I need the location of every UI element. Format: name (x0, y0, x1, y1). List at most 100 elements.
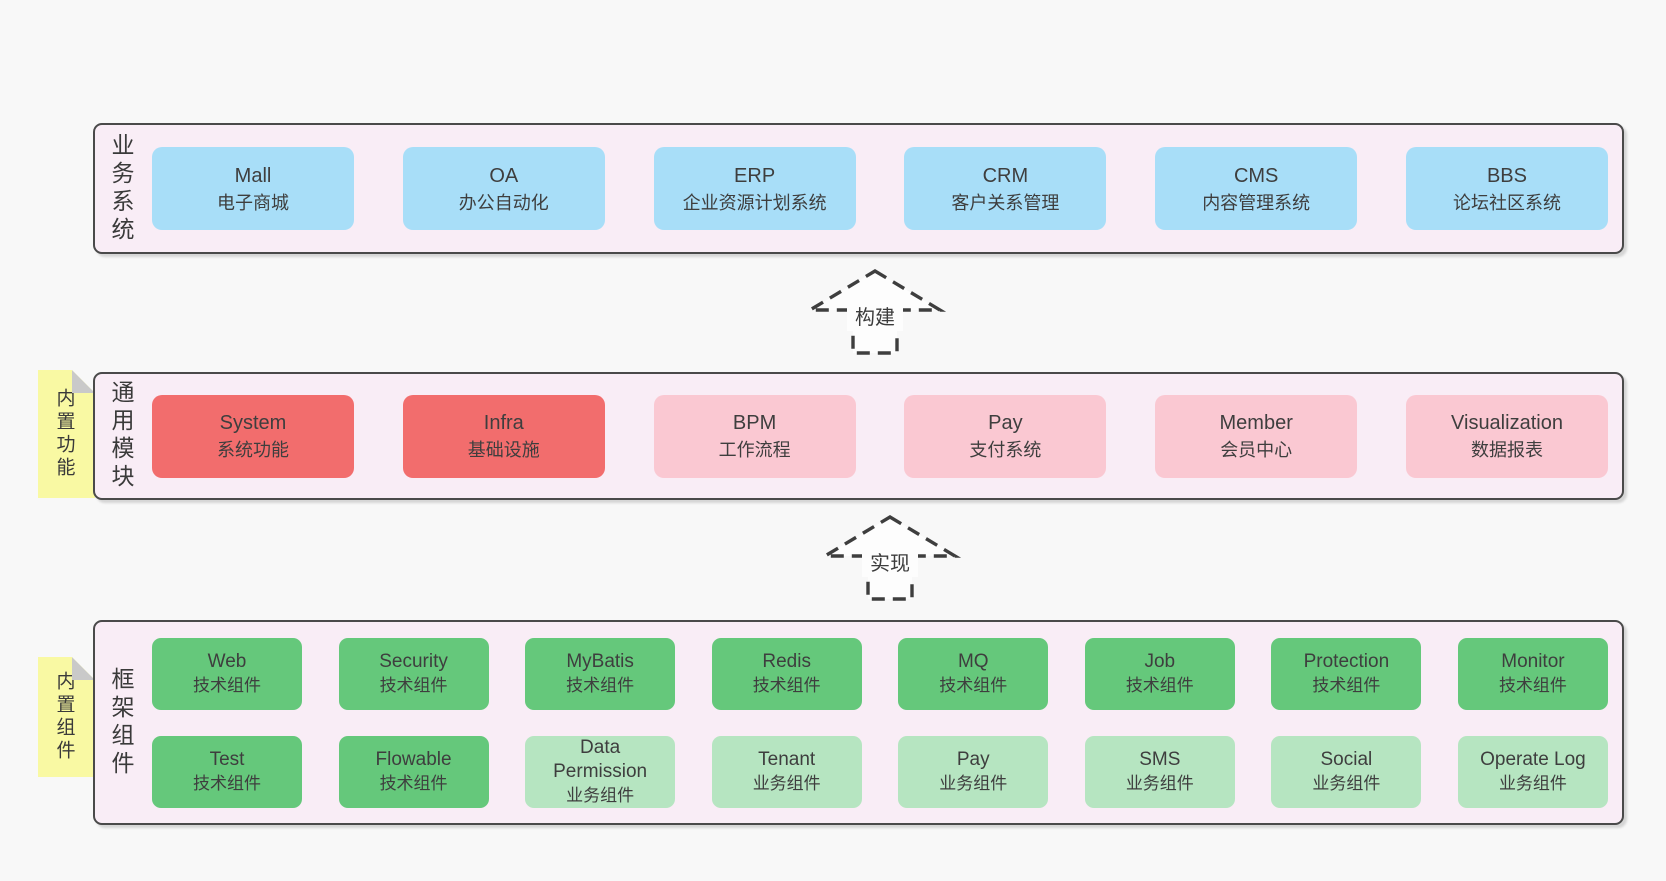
layer-panel-framework-components: 框架组件 Web 技术组件 Security 技术组件 MyBatis 技术组件… (93, 620, 1624, 825)
box-title: Pay (988, 412, 1023, 434)
box-bpm: BPM 工作流程 (653, 394, 856, 478)
layer-label: 业务系统 (108, 132, 134, 245)
box-crm: CRM 客户关系管理 (904, 147, 1107, 230)
box-subtitle: 业务组件 (939, 774, 1008, 793)
box-title: SMS (1139, 749, 1181, 770)
box-subtitle: 系统功能 (217, 440, 289, 460)
box-subtitle: 技术组件 (1498, 676, 1567, 695)
box-subtitle: 论坛社区系统 (1452, 192, 1561, 213)
box-subtitle: 业务组件 (1125, 774, 1194, 793)
box-subtitle: 业务组件 (566, 786, 635, 805)
box-title: OA (489, 164, 519, 187)
box-subtitle: 数据报表 (1470, 440, 1543, 460)
box-title: CRM (982, 164, 1029, 187)
box-title: Tenant (758, 749, 816, 770)
box-title: System (219, 412, 287, 434)
box-subtitle: 电子商城 (217, 192, 289, 213)
box-erp: ERP 企业资源计划系统 (653, 147, 856, 230)
folded-corner-icon (72, 370, 95, 393)
sticky-note-builtin-components: 内置组件 (38, 657, 95, 777)
box-subtitle: 技术组件 (193, 676, 261, 695)
layer-panel-common-modules: 通用模块 System 系统功能 Infra 基础设施 BPM 工作流程 Pay… (93, 372, 1624, 500)
box-title: MQ (957, 651, 989, 672)
box-social: Social 业务组件 (1271, 735, 1422, 808)
box-title: Web (207, 651, 247, 672)
box-title: Data Permission (553, 737, 648, 782)
box-title: Redis (762, 651, 811, 672)
arrow-build: 构建 (803, 269, 947, 355)
box-subtitle: 技术组件 (193, 774, 261, 793)
box-cms: CMS 内容管理系统 (1155, 147, 1358, 230)
box-mybatis: MyBatis 技术组件 (525, 637, 676, 710)
layer-content: Mall 电子商城 OA 办公自动化 ERP 企业资源计划系统 CRM 客户关系… (152, 125, 1608, 252)
box-protection: Protection 技术组件 (1271, 637, 1422, 710)
box-title: BBS (1486, 164, 1527, 187)
sticky-note-label: 内置功能 (53, 388, 75, 480)
box-title: Member (1219, 412, 1293, 434)
box-tenant: Tenant 业务组件 (711, 735, 862, 808)
box-title: CMS (1233, 164, 1279, 187)
box-subtitle: 基础设施 (467, 440, 540, 460)
box-title: Job (1144, 651, 1176, 672)
box-subtitle: 会员中心 (1220, 440, 1293, 460)
box-title: BPM (732, 412, 777, 434)
box-job: Job 技术组件 (1084, 637, 1235, 710)
box-subtitle: 业务组件 (1312, 774, 1381, 793)
box-subtitle: 支付系统 (969, 440, 1042, 460)
box-redis: Redis 技术组件 (711, 637, 862, 710)
box-subtitle: 内容管理系统 (1202, 192, 1311, 213)
box-mq: MQ 技术组件 (898, 637, 1049, 710)
box-subtitle: 技术组件 (752, 676, 821, 695)
box-monitor: Monitor 技术组件 (1457, 637, 1608, 710)
box-pay-system: Pay 支付系统 (904, 394, 1107, 478)
box-mall: Mall 电子商城 (152, 147, 354, 230)
box-subtitle: 客户关系管理 (951, 192, 1060, 213)
box-test: Test 技术组件 (152, 735, 302, 808)
box-title: Security (379, 651, 448, 672)
sticky-note-label: 内置组件 (53, 671, 75, 763)
box-title: Monitor (1501, 651, 1565, 672)
box-subtitle: 技术组件 (379, 676, 448, 695)
box-subtitle: 技术组件 (566, 676, 635, 695)
folded-corner-icon (72, 657, 95, 680)
box-sms: SMS 业务组件 (1084, 735, 1235, 808)
box-title: Infra (483, 412, 524, 434)
box-oa: OA 办公自动化 (402, 147, 605, 230)
box-infra: Infra 基础设施 (402, 394, 605, 478)
box-web: Web 技术组件 (152, 637, 302, 710)
box-title: Protection (1303, 651, 1390, 672)
box-operate-log: Operate Log 业务组件 (1457, 735, 1608, 808)
sticky-note-builtin-functions: 内置功能 (38, 370, 95, 498)
box-subtitle: 技术组件 (1125, 676, 1194, 695)
layer-content: Web 技术组件 Security 技术组件 MyBatis 技术组件 Redi… (152, 622, 1608, 823)
arrow-label-background (862, 545, 918, 577)
box-bbs: BBS 论坛社区系统 (1405, 147, 1608, 230)
layer-label: 框架组件 (108, 666, 134, 779)
layer-content: System 系统功能 Infra 基础设施 BPM 工作流程 Pay 支付系统… (152, 374, 1608, 498)
arrow-label: 实现 (870, 552, 910, 575)
box-subtitle: 业务组件 (752, 774, 821, 793)
box-title: ERP (734, 164, 776, 187)
box-system: System 系统功能 (152, 394, 354, 478)
box-subtitle: 技术组件 (379, 774, 448, 793)
box-title: Flowable (375, 749, 452, 770)
arrow-implement: 实现 (818, 515, 962, 601)
layer-label: 通用模块 (108, 380, 134, 492)
box-title: Visualization (1451, 412, 1563, 434)
box-title: Social (1320, 749, 1373, 770)
arrow-label: 构建 (855, 306, 895, 329)
box-security: Security 技术组件 (338, 637, 489, 710)
box-title: Mall (234, 164, 272, 187)
box-subtitle: 工作流程 (718, 440, 791, 460)
layer-panel-business-systems: 业务系统 Mall 电子商城 OA 办公自动化 ERP 企业资源计划系统 CRM… (93, 123, 1624, 254)
box-subtitle: 业务组件 (1498, 774, 1567, 793)
box-subtitle: 企业资源计划系统 (682, 192, 827, 213)
box-data-permission: Data Permission 业务组件 (525, 735, 676, 808)
box-subtitle: 技术组件 (1312, 676, 1381, 695)
box-title: Operate Log (1480, 749, 1586, 770)
box-title: Pay (956, 749, 990, 770)
box-flowable: Flowable 技术组件 (338, 735, 489, 808)
arrow-label-background (847, 299, 903, 331)
box-title: MyBatis (566, 651, 634, 672)
box-subtitle: 办公自动化 (458, 192, 549, 213)
